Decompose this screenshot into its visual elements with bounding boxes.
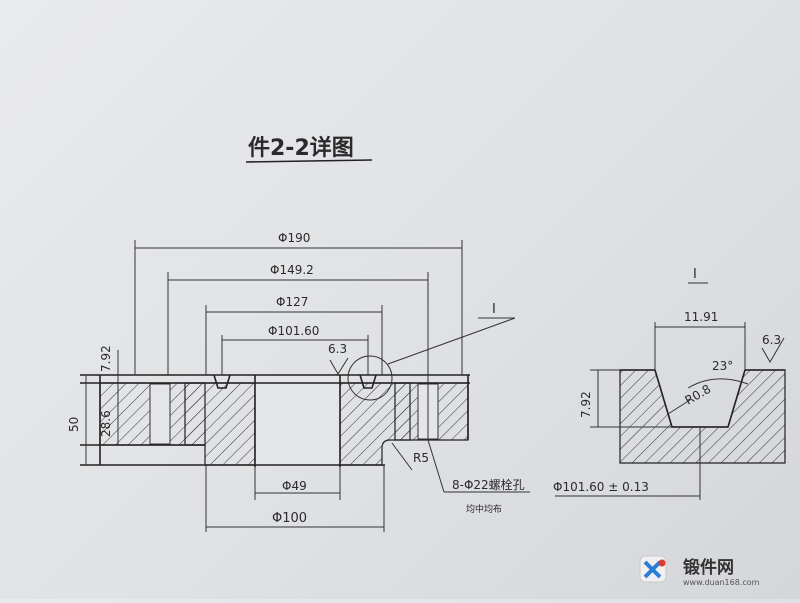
watermark-logo-icon: [639, 555, 667, 583]
roughness-symbol: [329, 357, 349, 375]
main-section-view: I 6.3 Φ190 Φ149.2 Φ127 Φ101.60 7.92 28.6…: [67, 231, 530, 532]
bolt-leader: [427, 439, 445, 493]
bolt-distribution-note: 均中均布: [466, 503, 502, 515]
groove-depth: 7.92: [579, 391, 593, 418]
groove-width: 11.91: [684, 310, 718, 324]
dim-149: Φ149.2: [270, 263, 314, 277]
detail-leader: [387, 317, 516, 365]
dim-127: Φ127: [276, 295, 308, 309]
groove-angle: 23°: [712, 359, 733, 373]
radius-leader: [391, 442, 413, 471]
watermark-url: www.duan168.com: [683, 578, 760, 587]
groove-left: [213, 374, 231, 389]
hub-left-hatch: [184, 382, 256, 466]
bolt-hole-left: [149, 383, 171, 445]
drawing-title: 件2-2详图: [248, 135, 354, 161]
dim-radius: R5: [413, 451, 429, 465]
groove-radius: R0.8: [683, 382, 714, 408]
dim-190: Φ190: [278, 231, 310, 245]
angle-arc: [687, 378, 749, 389]
center-bore: [255, 375, 340, 467]
groove-diameter: Φ101.60 ± 0.13: [553, 480, 649, 494]
bolt-holes-note: 8-Φ22螺栓孔: [452, 477, 525, 492]
detail-roughness: 6.3: [762, 333, 781, 347]
r-leader: [667, 399, 691, 415]
title-underline: [245, 159, 373, 163]
dim-bore: Φ49: [282, 479, 307, 493]
watermark: 锻件网 www.duan168.com: [639, 555, 760, 587]
groove-right: [359, 374, 377, 389]
dim-101: Φ101.60: [268, 324, 319, 338]
dim-286: 28.6: [99, 410, 113, 437]
detail-marker: I: [492, 302, 496, 317]
dim-792: 7.92: [99, 345, 113, 372]
detail-circle: [347, 355, 393, 401]
dim-50: 50: [67, 417, 81, 432]
detail-roughness-symbol: [761, 337, 785, 363]
detail-view-i: I 11.91 6.3 23° R0.8 7.92 Φ101.60 ± 0.13: [553, 267, 786, 500]
detail-label: I: [693, 267, 697, 282]
watermark-brand: 锻件网: [683, 557, 734, 578]
dim-boss: Φ100: [272, 511, 307, 526]
roughness-value: 6.3: [328, 342, 347, 356]
